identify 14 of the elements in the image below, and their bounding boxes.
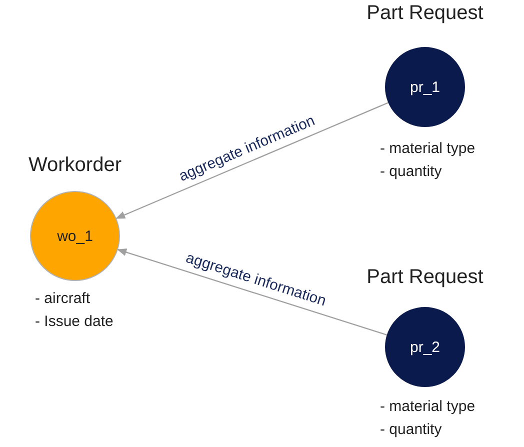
attribute-text: - quantity <box>380 163 442 180</box>
attribute-text: - material type <box>380 398 476 415</box>
attribute-text: - quantity <box>380 421 442 438</box>
attribute-text: - Issue date <box>35 313 114 330</box>
node-title: Part Request <box>366 2 484 25</box>
node-label: wo_1 <box>57 228 93 244</box>
node-title: Part Request <box>366 266 484 289</box>
attribute-text: - aircraft <box>35 290 90 307</box>
node-label: pr_1 <box>410 78 440 96</box>
node-title: Workorder <box>28 154 122 177</box>
arrow <box>116 102 388 219</box>
attribute-text: - material type <box>380 140 476 157</box>
node-label: pr_2 <box>410 338 440 356</box>
arrow <box>116 248 388 336</box>
